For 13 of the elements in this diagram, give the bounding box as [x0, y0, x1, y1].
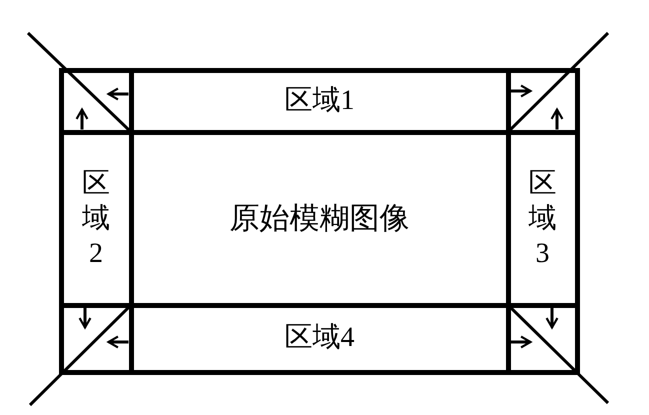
arrow: [546, 308, 558, 329]
region-label: 区域3: [528, 167, 556, 271]
arrow: [510, 84, 532, 98]
arrow: [78, 308, 92, 329]
arrow: [107, 88, 128, 100]
region-label: 区域1: [284, 86, 354, 116]
region-label: 区域2: [82, 167, 110, 271]
arrow: [107, 336, 128, 348]
arrow: [76, 108, 88, 130]
arrow: [550, 108, 564, 130]
region-label: 区域4: [284, 323, 354, 354]
region-label: 原始模糊图像: [230, 202, 410, 235]
arrow: [510, 336, 532, 348]
